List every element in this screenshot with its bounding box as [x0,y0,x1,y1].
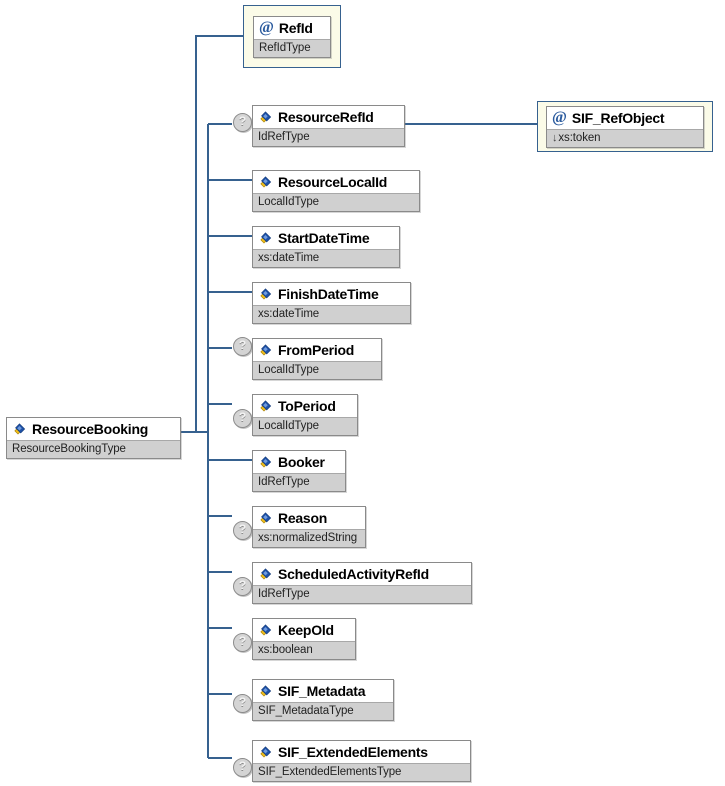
node-label: SIF_ExtendedElements [278,744,428,760]
node-name-row: SIF_ExtendedElements [253,741,470,763]
optional-marker-keepold: ? [233,633,252,652]
node-reason[interactable]: Reason xs:normalizedString [252,506,366,548]
attribute-icon: @ [259,19,274,36]
optional-marker-toperiod: ? [233,409,252,428]
node-type: ResourceBookingType [7,440,180,458]
node-name-row: ResourceLocalId [253,171,419,193]
optional-marker-reason: ? [233,521,252,540]
node-type: SIF_ExtendedElementsType [253,763,470,781]
node-toperiod[interactable]: ToPeriod LocalIdType [252,394,358,436]
node-type-text: xs:token [558,132,601,144]
node-name-row: Reason [253,507,365,529]
node-name-row: KeepOld [253,619,355,641]
node-sif-refobject[interactable]: @ SIF_RefObject ↓xs:token [546,106,704,148]
node-type: IdRefType [253,473,345,491]
node-label: SIF_Metadata [278,683,366,699]
node-type: SIF_MetadataType [253,702,393,720]
node-label: KeepOld [278,622,334,638]
node-label: Reason [278,510,328,526]
node-label: RefId [278,20,313,36]
node-keepold[interactable]: KeepOld xs:boolean [252,618,356,660]
node-name-row: @ RefId [254,17,330,39]
node-scheduledactivityrefid[interactable]: ScheduledActivityRefId IdRefType [252,562,472,604]
down-arrow-icon: ↓ [552,132,558,144]
element-icon [258,745,273,760]
node-label: ResourceLocalId [278,174,388,190]
node-name-row: ResourceBooking [7,418,180,440]
node-name-row: ScheduledActivityRefId [253,563,471,585]
node-type: LocalIdType [253,361,381,379]
element-icon [258,175,273,190]
element-icon [258,511,273,526]
node-resourcebooking[interactable]: ResourceBooking ResourceBookingType [6,417,181,459]
node-label: Booker [278,454,325,470]
element-icon [258,455,273,470]
node-label: StartDateTime [278,230,370,246]
node-name-row: Booker [253,451,345,473]
node-type: IdRefType [253,128,404,146]
node-type: xs:normalizedString [253,529,365,547]
node-resourcelocalid[interactable]: ResourceLocalId LocalIdType [252,170,420,212]
node-type: LocalIdType [253,417,357,435]
optional-marker-fromperiod: ? [233,337,252,356]
element-icon [258,287,273,302]
node-name-row: StartDateTime [253,227,399,249]
node-name-row: FinishDateTime [253,283,410,305]
node-name-row: ToPeriod [253,395,357,417]
optional-marker-scheduledactivityrefid: ? [233,577,252,596]
optional-marker-resourcerefid: ? [233,113,252,132]
element-icon [258,399,273,414]
node-label: ScheduledActivityRefId [278,566,429,582]
node-resourcerefid[interactable]: ResourceRefId IdRefType [252,105,405,147]
node-startdatetime[interactable]: StartDateTime xs:dateTime [252,226,400,268]
element-icon [258,567,273,582]
node-finishdatetime[interactable]: FinishDateTime xs:dateTime [252,282,411,324]
node-type: xs:boolean [253,641,355,659]
node-label: FromPeriod [278,342,355,358]
node-type: IdRefType [253,585,471,603]
optional-marker-sif-metadata: ? [233,694,252,713]
node-label: SIF_RefObject [571,110,665,126]
element-icon [258,623,273,638]
optional-marker-sif-extendedelements: ? [233,758,252,777]
node-label: ResourceRefId [278,109,374,125]
node-type: LocalIdType [253,193,419,211]
element-icon [12,422,27,437]
attribute-icon: @ [552,109,567,126]
node-sif-extendedelements[interactable]: SIF_ExtendedElements SIF_ExtendedElement… [252,740,471,782]
node-type: xs:dateTime [253,305,410,323]
node-label: ToPeriod [278,398,336,414]
node-label: FinishDateTime [278,286,379,302]
element-icon [258,110,273,125]
element-icon [258,343,273,358]
node-name-row: ResourceRefId [253,106,404,128]
node-fromperiod[interactable]: FromPeriod LocalIdType [252,338,382,380]
node-type: ↓xs:token [547,129,703,147]
node-label: ResourceBooking [32,421,149,437]
node-name-row: SIF_Metadata [253,680,393,702]
node-type: xs:dateTime [253,249,399,267]
node-name-row: FromPeriod [253,339,381,361]
node-refid[interactable]: @ RefId RefIdType [253,16,331,58]
element-icon [258,684,273,699]
node-name-row: @ SIF_RefObject [547,107,703,129]
wire-attribute-trunk [195,35,243,432]
node-type: RefIdType [254,39,330,57]
node-sif-metadata[interactable]: SIF_Metadata SIF_MetadataType [252,679,394,721]
node-booker[interactable]: Booker IdRefType [252,450,346,492]
element-icon [258,231,273,246]
